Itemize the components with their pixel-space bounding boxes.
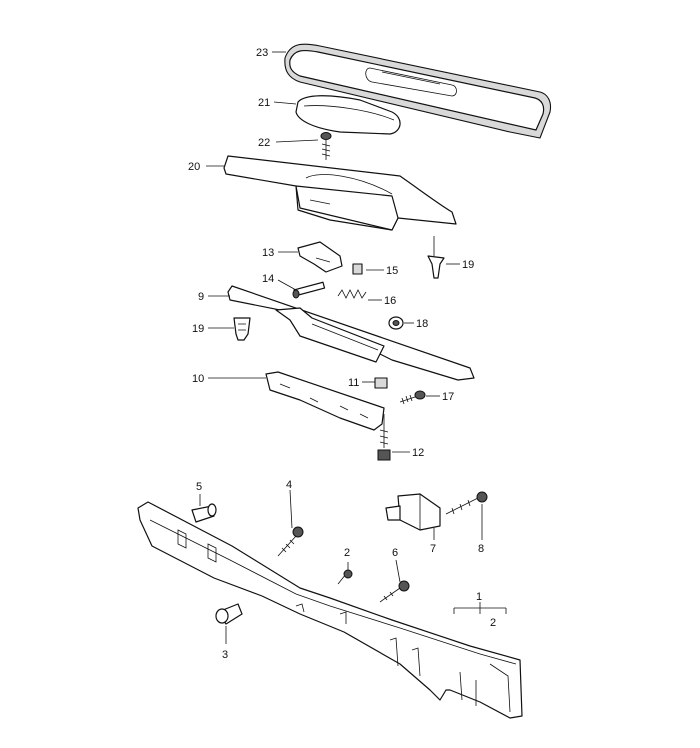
callout-21: 21 bbox=[258, 97, 270, 109]
part-20-housing bbox=[223, 155, 457, 231]
callout-18: 18 bbox=[416, 318, 428, 330]
callout-8: 8 bbox=[478, 543, 484, 555]
part-5-stud bbox=[191, 503, 217, 523]
callout-19-top: 19 bbox=[462, 259, 474, 271]
part-23-trim-strip bbox=[284, 43, 552, 139]
part-10-base-rail bbox=[265, 371, 385, 431]
callout-11: 11 bbox=[348, 377, 359, 389]
part-14-pin bbox=[292, 281, 326, 299]
callout-15: 15 bbox=[386, 265, 398, 277]
callout-10: 10 bbox=[192, 373, 204, 385]
part-16-spring bbox=[337, 289, 367, 299]
part-18-grommet bbox=[388, 316, 404, 330]
part-19-clip-top bbox=[427, 236, 445, 279]
callout-19-left: 19 bbox=[192, 323, 204, 335]
callout-16: 16 bbox=[384, 295, 396, 307]
part-12-bolt bbox=[377, 414, 391, 461]
callout-4: 4 bbox=[286, 479, 292, 491]
leader-lines bbox=[199, 51, 507, 644]
part-17-screw bbox=[399, 390, 426, 405]
part-19-clip-left bbox=[233, 317, 251, 341]
part-4-screw bbox=[277, 526, 304, 557]
callout-2-screw: 2 bbox=[344, 547, 350, 559]
part-1-carrier bbox=[137, 501, 523, 719]
part-13-bracket bbox=[297, 241, 343, 273]
callout-5: 5 bbox=[196, 481, 202, 493]
part-6-screw bbox=[379, 580, 410, 603]
callout-7: 7 bbox=[430, 543, 436, 555]
part-9-rail bbox=[227, 285, 475, 381]
part-8-bolt bbox=[445, 491, 488, 515]
callout-22: 22 bbox=[258, 137, 270, 149]
callout-14: 14 bbox=[262, 273, 274, 285]
callout-20: 20 bbox=[188, 161, 200, 173]
part-2-screw bbox=[337, 569, 353, 585]
callout-17: 17 bbox=[442, 391, 454, 403]
callout-23: 23 bbox=[256, 47, 268, 59]
callout-1: 1 bbox=[476, 591, 482, 603]
callout-12: 12 bbox=[412, 447, 424, 459]
callout-2-assembly: 2 bbox=[490, 617, 496, 629]
part-11-clip-nut bbox=[374, 377, 388, 389]
callout-3: 3 bbox=[222, 649, 228, 661]
callout-9: 9 bbox=[198, 291, 204, 303]
callout-labels: 23 21 22 20 19 13 15 14 16 9 18 19 10 11… bbox=[188, 47, 496, 661]
part-3-grommet bbox=[215, 603, 243, 625]
part-21-lens bbox=[295, 95, 401, 135]
callout-6: 6 bbox=[392, 547, 398, 559]
part-7-switch bbox=[385, 493, 441, 531]
part-15-nut bbox=[352, 263, 363, 275]
callout-13: 13 bbox=[262, 247, 274, 259]
part-22-screw bbox=[320, 132, 332, 160]
